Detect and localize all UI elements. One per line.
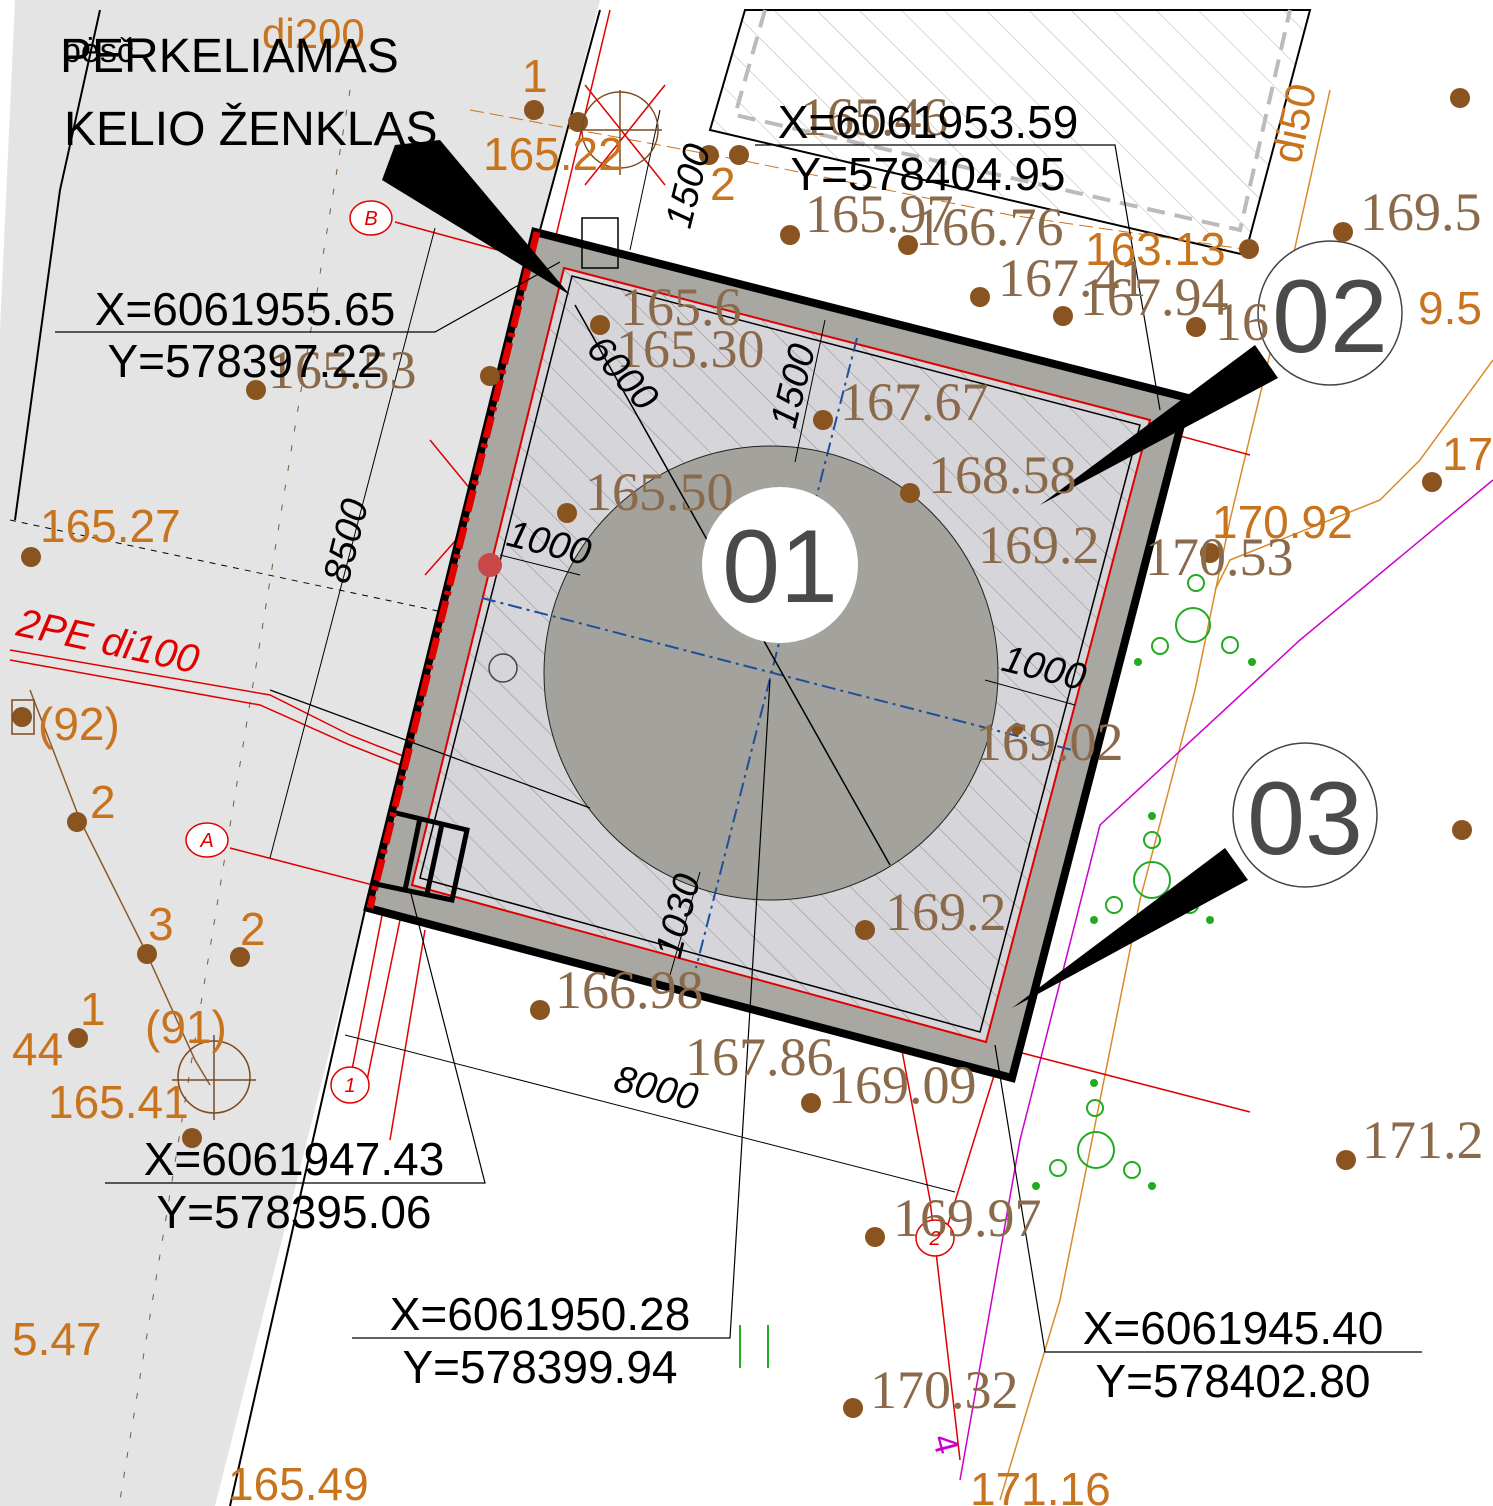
red-dashed-edge bbox=[366, 231, 541, 909]
elev-orange: (92) bbox=[38, 698, 120, 750]
elev-brown: 166.98 bbox=[555, 960, 704, 1020]
pit-inner-line bbox=[419, 275, 1141, 1033]
coord-c1-x: X=6061953.59 bbox=[778, 96, 1079, 148]
point-number: 2 bbox=[710, 158, 736, 210]
tank-axis-vertical bbox=[695, 337, 858, 969]
elev-brown: 165.46 bbox=[800, 87, 949, 147]
coord-c3-y: Y=578395.06 bbox=[157, 1186, 432, 1238]
elev-brown: 169.2 bbox=[885, 882, 1007, 942]
coord-c5-x: X=6061945.40 bbox=[1083, 1302, 1384, 1354]
callout-pointer-03 bbox=[1012, 848, 1248, 1008]
marker-02-circle[interactable] bbox=[1257, 240, 1403, 386]
coord-c2-x: X=6061955.65 bbox=[95, 283, 396, 335]
orange-road-line-2 bbox=[1214, 359, 1493, 591]
axis-label-b[interactable]: B bbox=[364, 208, 377, 230]
point-number: 3 bbox=[148, 898, 174, 950]
coord-c5-y: Y=578402.80 bbox=[1096, 1355, 1371, 1407]
elev-brown: 166.76 bbox=[915, 197, 1064, 257]
elev-orange: 9.5 bbox=[1418, 282, 1482, 334]
marker-01-circle[interactable] bbox=[702, 487, 858, 643]
elev-orange: 17 bbox=[1442, 428, 1493, 480]
sign-post-box bbox=[581, 217, 619, 269]
axis-label-1[interactable]: 1 bbox=[344, 1075, 355, 1097]
elev-orange: 165.22 bbox=[483, 128, 624, 180]
dashed-pipe bbox=[9, 519, 481, 621]
road-surface bbox=[0, 0, 600, 1506]
callout-pointer-02 bbox=[1040, 345, 1278, 505]
point-number: 2 bbox=[240, 903, 266, 955]
point-number: 2 bbox=[90, 776, 116, 828]
coord-c4-y: Y=578399.94 bbox=[403, 1341, 678, 1393]
dimension-1500-top: 1500 bbox=[658, 140, 719, 232]
elev-brown: 170.53 bbox=[1145, 527, 1294, 587]
survey-points bbox=[12, 88, 1472, 1418]
coordinate-leaders bbox=[55, 144, 1422, 1353]
point-number: 1 bbox=[522, 50, 548, 102]
axis-bubbles bbox=[185, 200, 955, 1257]
elev-brown: 171.2 bbox=[1362, 1110, 1484, 1170]
elev-brown: 165.53 bbox=[268, 340, 417, 400]
red-point bbox=[478, 553, 502, 577]
elev-orange: 44 bbox=[12, 1023, 63, 1075]
callout-pointer-relocate bbox=[382, 140, 570, 295]
elev-orange: 165.27 bbox=[40, 500, 181, 552]
coord-c4-x: X=6061950.28 bbox=[390, 1288, 691, 1340]
di200-label: di200 bbox=[262, 10, 365, 57]
elev-brown: 167.86 bbox=[685, 1027, 834, 1087]
elev-orange: (91) bbox=[145, 1001, 227, 1053]
elev-brown: 16 bbox=[1215, 292, 1269, 352]
hydrant-square bbox=[11, 699, 35, 735]
elev-orange: 165.41 bbox=[48, 1076, 189, 1128]
corner-fragment: pėsč bbox=[62, 32, 134, 70]
marker-03-circle[interactable] bbox=[1232, 742, 1378, 888]
elev-brown: 169.97 bbox=[893, 1188, 1042, 1248]
elev-brown: 169.5 bbox=[1360, 182, 1482, 242]
elev-orange: 165.49 bbox=[228, 1458, 369, 1506]
elev-orange: 163.13 bbox=[1085, 223, 1226, 275]
road-edge-line-left bbox=[14, 9, 101, 521]
marker-01-label[interactable]: 01 bbox=[722, 509, 838, 625]
elev-orange: 170.92 bbox=[1212, 496, 1353, 548]
green-utility-cluster bbox=[739, 574, 1239, 1368]
elev-brown: 169.02 bbox=[975, 712, 1124, 772]
axis-label-2[interactable]: 2 bbox=[928, 1228, 940, 1250]
axis-label-a[interactable]: A bbox=[199, 830, 213, 852]
marker-02-label[interactable]: 02 bbox=[1272, 259, 1388, 375]
magenta-cable bbox=[959, 479, 1493, 1481]
elev-brown: 169.09 bbox=[828, 1055, 977, 1115]
elev-orange: 5.47 bbox=[12, 1313, 102, 1365]
building-dashed-outline bbox=[732, 9, 1292, 233]
elev-brown: 167.94 bbox=[1080, 267, 1229, 327]
small-valve-circle bbox=[488, 653, 518, 683]
coord-c3-x: X=6061947.43 bbox=[144, 1133, 445, 1185]
elev-brown: 170.32 bbox=[870, 1360, 1019, 1420]
point-number: 1 bbox=[80, 983, 106, 1035]
coord-c2-y: Y=578397.22 bbox=[108, 335, 383, 387]
tank-axis-horizontal bbox=[481, 597, 1073, 751]
elev-brown: 165.97 bbox=[805, 184, 954, 244]
relocate-note-line1: PERKELIAMAS bbox=[60, 30, 399, 83]
elev-brown: 167.67 bbox=[840, 372, 989, 432]
coord-c1-y: Y=578404.95 bbox=[791, 148, 1066, 200]
elev-brown: 165.50 bbox=[585, 462, 734, 522]
dimension-lines bbox=[269, 109, 1076, 1193]
elev-brown: 165.6 bbox=[620, 277, 742, 337]
elev-brown: 167.41 bbox=[998, 248, 1147, 308]
elev-brown: 169.2 bbox=[978, 515, 1100, 575]
green-dots bbox=[1032, 658, 1256, 1190]
marker-03-label[interactable]: 03 bbox=[1247, 761, 1363, 877]
relocate-note-line2: KELIO ŽENKLAS bbox=[64, 103, 437, 156]
elev-brown: 165.30 bbox=[616, 319, 765, 379]
elev-orange: 171.16 bbox=[970, 1463, 1111, 1506]
elev-brown: 168.58 bbox=[928, 445, 1077, 505]
well-symbol bbox=[172, 90, 662, 1120]
